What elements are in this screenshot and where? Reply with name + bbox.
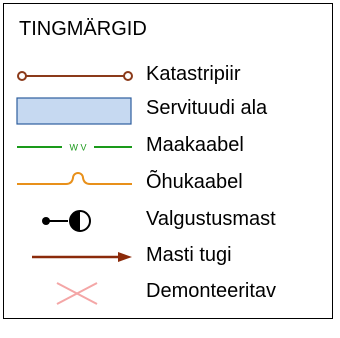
servitude-area-icon: [16, 97, 132, 125]
legend-item-maakaabel: W V Maakaabel: [4, 130, 332, 164]
legend-label-demonteeritav: Demonteeritav: [146, 280, 277, 302]
legend-item-katastripiir: Katastripiir: [4, 59, 332, 93]
legend-label-valgustusmast: Valgustusmast: [146, 208, 276, 230]
dismantle-icon: [56, 282, 98, 305]
legend-item-masti-tugi: Masti tugi: [4, 240, 332, 274]
overhead-cable-icon: [17, 172, 132, 185]
legend-label-maakaabel: Maakaabel: [146, 134, 244, 156]
legend-box: TINGMÄRGID Katastripiir Servituudi ala W…: [3, 3, 333, 319]
legend-item-demonteeritav: Demonteeritav: [4, 276, 332, 310]
legend-label-ohukaabel: Õhukaabel: [146, 171, 243, 193]
underground-cable-mark: W V: [70, 143, 87, 153]
legend-item-servituudi-ala: Servituudi ala: [4, 93, 332, 127]
lighting-mast-icon: [42, 210, 91, 232]
cadastral-boundary-icon: [17, 71, 133, 81]
underground-cable-icon: W V: [17, 143, 132, 153]
mast-support-icon: [32, 252, 132, 262]
legend-title: TINGMÄRGID: [19, 18, 147, 40]
legend-item-ohukaabel: Õhukaabel: [4, 167, 332, 201]
legend-label-servituudi-ala: Servituudi ala: [146, 97, 268, 119]
legend-label-masti-tugi: Masti tugi: [146, 244, 232, 266]
legend-item-valgustusmast: Valgustusmast: [4, 204, 332, 238]
legend-label-katastripiir: Katastripiir: [146, 63, 241, 85]
